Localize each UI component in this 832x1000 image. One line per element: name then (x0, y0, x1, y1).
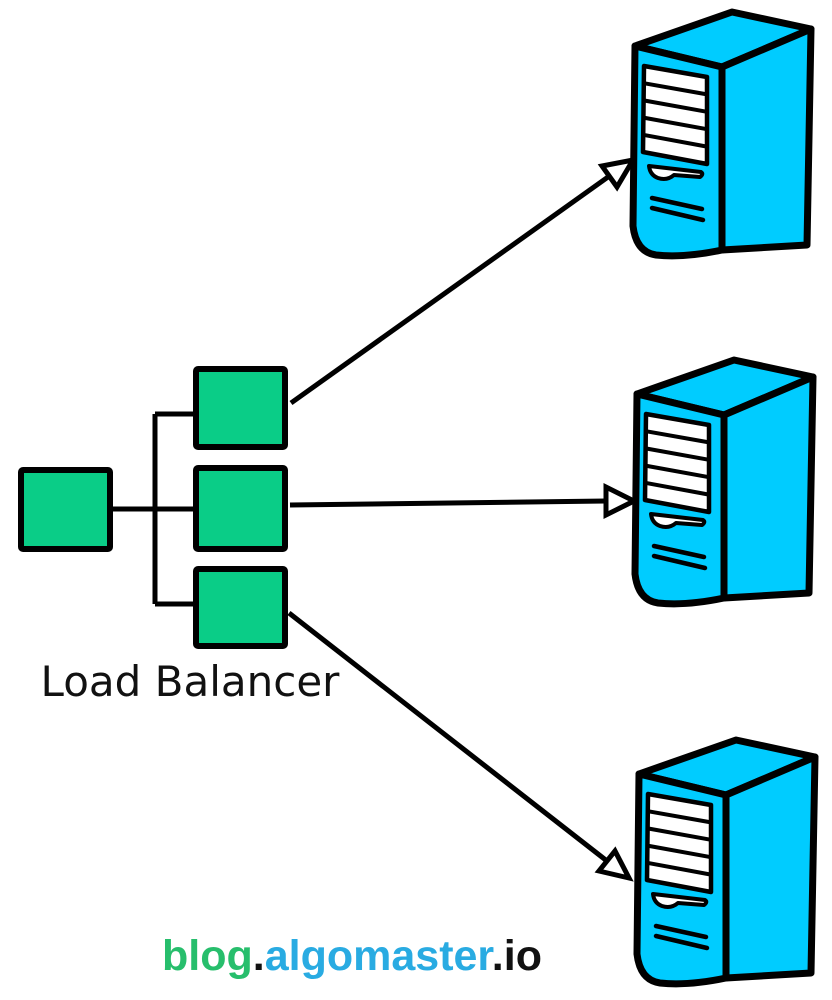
arrowhead-icon (597, 156, 638, 192)
arrow-lb-to-server-2 (289, 482, 640, 520)
server-node-2 (635, 360, 813, 604)
watermark-dot-1: . (252, 932, 265, 980)
arrow-lb-to-server-3 (287, 611, 634, 882)
load-balancer-label: Load Balancer (40, 657, 340, 706)
watermark-dot-2: . (491, 932, 504, 980)
watermark-io: io (503, 932, 542, 980)
watermark-blog: blog (162, 932, 253, 980)
lb-port-node-3 (193, 566, 288, 649)
server-node-1 (633, 12, 811, 256)
lb-port-node-1 (193, 366, 288, 450)
arrowhead-icon (594, 846, 634, 882)
arrowhead-icon (603, 482, 640, 520)
watermark-algomaster: algomaster (264, 932, 492, 980)
client-node (18, 467, 113, 552)
lb-port-node-2 (193, 465, 288, 552)
site-watermark: blog.algomaster.io (0, 932, 704, 981)
arrow-lb-to-server-1 (289, 156, 638, 406)
lb-fanout-connector (110, 411, 196, 607)
